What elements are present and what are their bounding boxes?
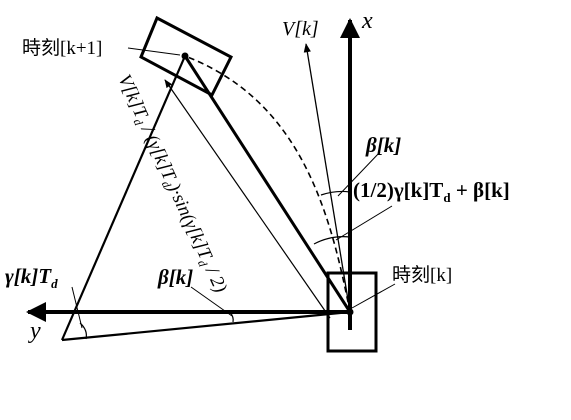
vehicle-box-current bbox=[326, 271, 378, 353]
vehicle-box-next bbox=[139, 15, 233, 98]
x-axis-label: x bbox=[361, 8, 373, 34]
velocity-label: V[k] bbox=[282, 18, 319, 40]
angle-arc-top bbox=[320, 190, 351, 196]
y-axis-label: y bbox=[28, 318, 41, 344]
time-next-label: 時刻[k+1] bbox=[22, 37, 102, 59]
beta-top-label: β[k] bbox=[365, 133, 401, 157]
leader-time-next bbox=[127, 47, 181, 56]
gamma-t-label: γ[k]Td bbox=[5, 264, 58, 291]
leader-beta-bottom bbox=[190, 286, 233, 317]
displacement-line bbox=[183, 55, 352, 313]
velocity-vector bbox=[303, 43, 351, 313]
triangle-side-left bbox=[60, 55, 187, 341]
angle-arc-mid bbox=[313, 236, 351, 245]
half-angle-label: (1/2)γ[k]Td + β[k] bbox=[353, 178, 510, 205]
angle-arc-beta bbox=[229, 311, 234, 323]
leader-time-now bbox=[351, 283, 396, 309]
leader-half-angle bbox=[335, 205, 393, 241]
trajectory-arc bbox=[184, 55, 351, 313]
displacement-line-inner bbox=[164, 79, 331, 319]
time-now-label: 時刻[k] bbox=[392, 264, 452, 286]
leader-gamma bbox=[71, 286, 83, 329]
triangle-side-bottom bbox=[61, 310, 351, 342]
beta-bottom-label: β[k] bbox=[157, 265, 193, 289]
leader-beta-top bbox=[337, 151, 381, 197]
